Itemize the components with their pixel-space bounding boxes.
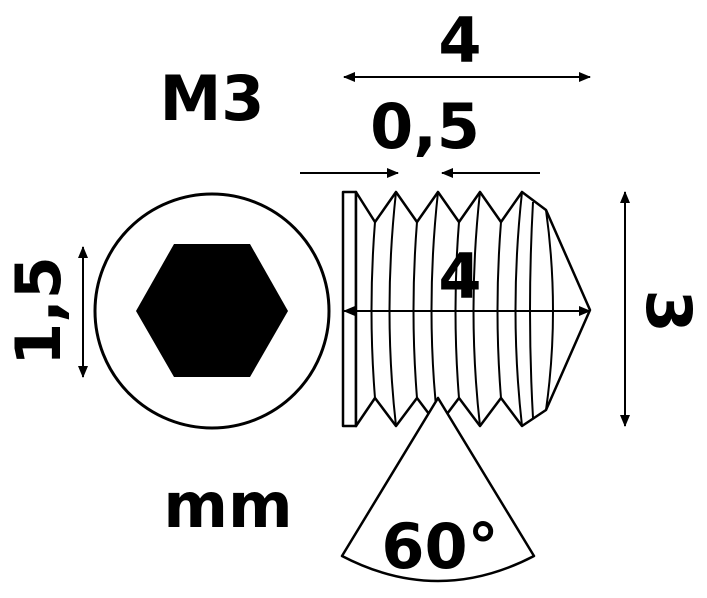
inner-length-dimension: 4 — [343, 240, 591, 316]
end-view — [93, 192, 331, 430]
hex-key-size-label: 1,5 — [2, 256, 75, 366]
length-label: 4 — [438, 4, 481, 77]
diameter-label: 3 — [632, 289, 705, 332]
pitch-dimension: 0,5 — [300, 90, 540, 178]
hex-key-dimension: 1,5 — [2, 246, 88, 378]
hex-socket-icon — [136, 244, 288, 377]
units-label: mm — [163, 469, 292, 542]
thread-angle-sector: 60° — [340, 396, 536, 583]
inner-length-label: 4 — [438, 240, 481, 313]
length-dimension: 4 — [343, 4, 591, 82]
thread-angle-label: 60° — [381, 510, 498, 583]
pitch-label: 0,5 — [370, 90, 480, 163]
diameter-dimension: 3 — [620, 191, 705, 427]
screw-head-slab — [341, 190, 358, 428]
angle-sector-outline — [340, 396, 536, 583]
thread-size-label: M3 — [160, 62, 265, 135]
